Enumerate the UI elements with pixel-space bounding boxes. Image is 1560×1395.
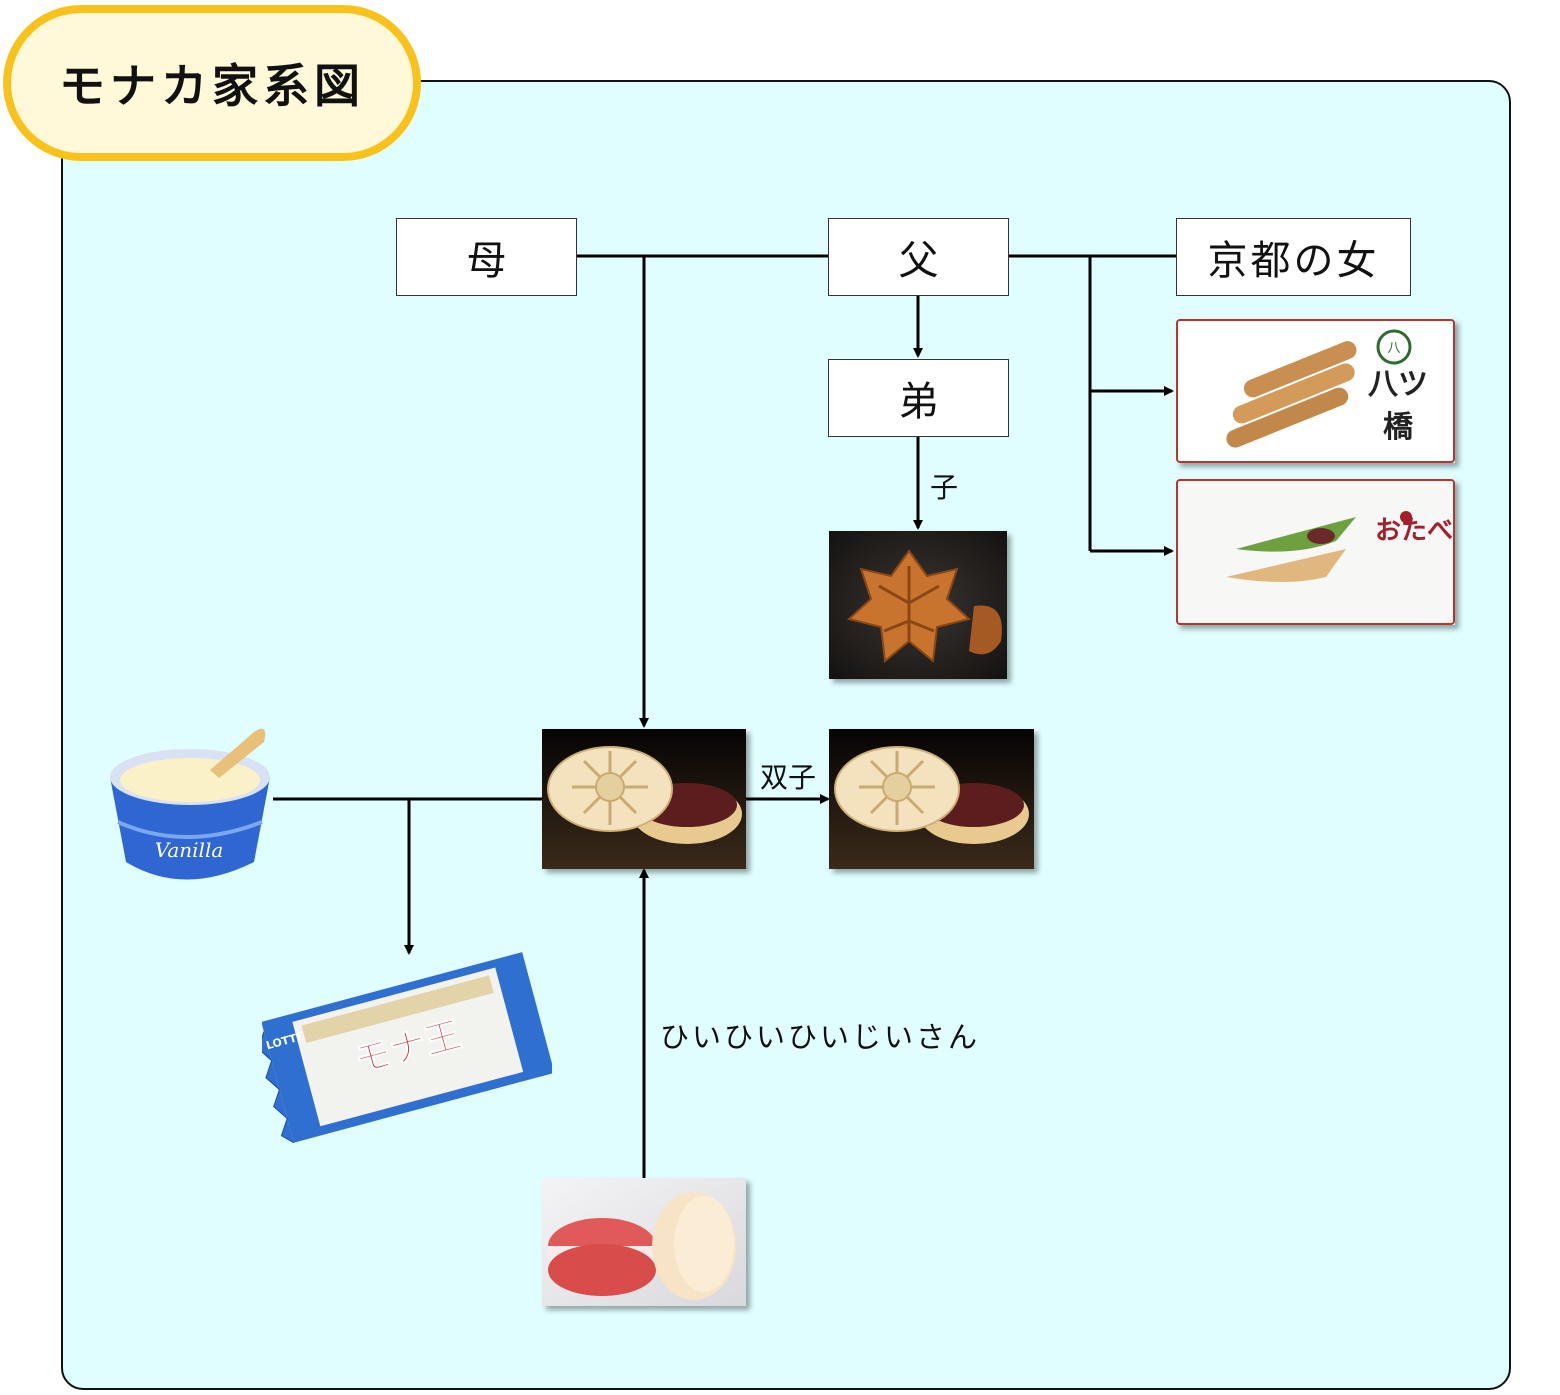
svg-text:八: 八 (1387, 341, 1400, 356)
svg-text:橋: 橋 (1383, 410, 1414, 445)
monaou-package-image: モナ王 LOTTE (257, 935, 555, 1153)
svg-text:八ツ: 八ツ (1368, 367, 1428, 402)
label-child: 子 (930, 471, 959, 504)
vanilla-label: Vanilla (155, 838, 224, 862)
vanilla-cup-image: Vanilla (104, 712, 276, 890)
node-father: 父 (828, 218, 1009, 296)
svg-text:おたべ: おたべ (1375, 516, 1453, 546)
diagram-panel (61, 80, 1511, 1390)
monaka-twin-image (829, 729, 1034, 869)
yatsuhashi-image: 八 八ツ 橋 (1176, 319, 1455, 463)
label-twins: 双子 (760, 761, 817, 794)
momiji-manju-image (829, 531, 1007, 679)
macaron-image (542, 1178, 746, 1306)
node-kyoto-woman: 京都の女 (1176, 218, 1411, 296)
label-great-great-great-grandpa: ひいひいひいじいさん (660, 1020, 981, 1054)
node-younger-brother: 弟 (828, 359, 1009, 437)
node-mother: 母 (396, 218, 577, 296)
monaka-image (542, 729, 746, 869)
otabe-image: おたべ (1176, 479, 1455, 625)
title-badge: モナカ家系図 (3, 5, 421, 161)
